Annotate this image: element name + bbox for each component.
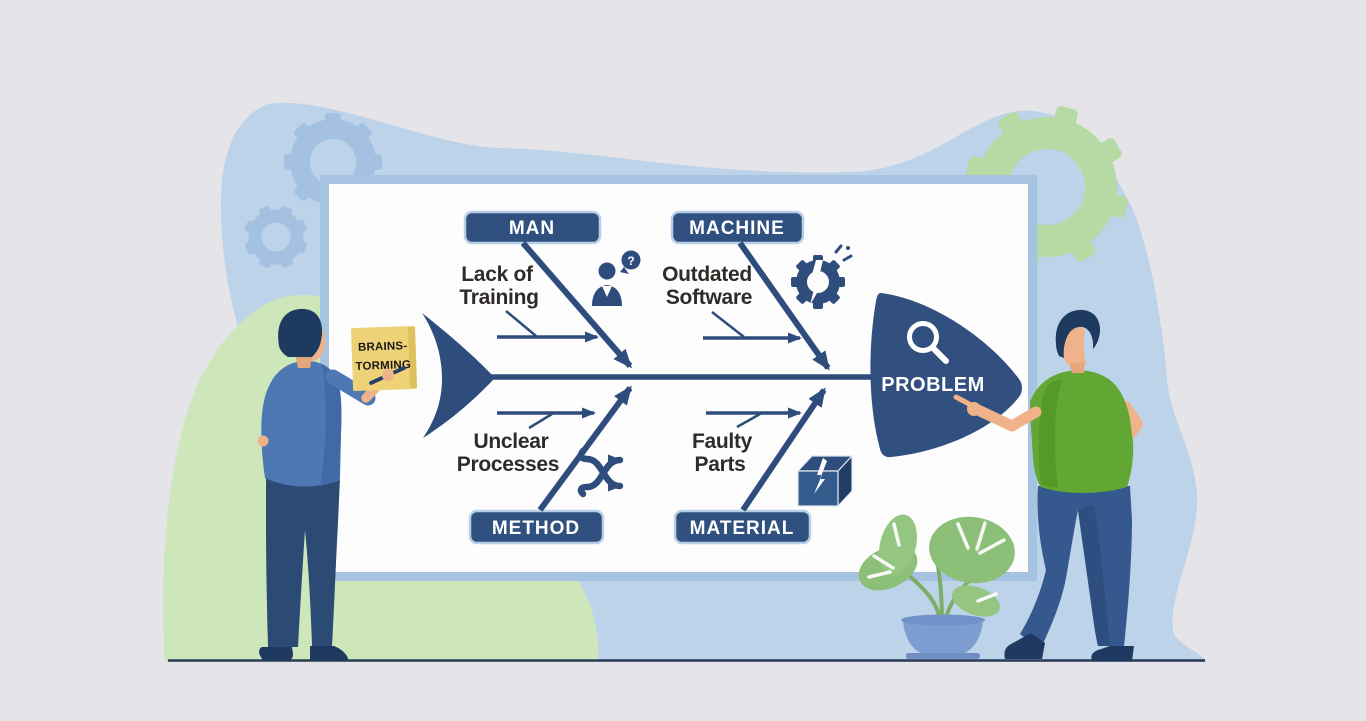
cause-method-line2: Processes [457,453,559,476]
bone-machine [737,241,831,371]
bone-material [740,387,827,512]
cause-leader-lines [505,310,761,430]
presenter-right-face [1062,326,1086,369]
cause-man-line2: Training [459,286,538,309]
presenter-right [953,309,1143,661]
presenter-right-shoe-left [1004,633,1045,659]
sticky-note: BRAINS- TORMING [351,325,418,392]
category-box-machine: MACHINE [670,210,805,245]
person-question-icon: ? [592,250,641,306]
presenter-left-back-hand [257,435,269,447]
presenter-right-shirt-shade [1038,380,1062,488]
cause-machine-line2: Software [666,286,752,309]
presenter-left-neck [296,357,312,368]
cracked-box-icon [796,454,854,508]
magnifier-icon [907,321,949,364]
fishbone-tail [422,313,493,438]
cause-material-line1: Faulty [692,430,753,453]
presenter-left-trousers [266,476,340,647]
category-label-machine: MACHINE [689,218,785,239]
presenter-left-shoe-back [259,647,293,660]
broken-gear-icon [791,244,853,309]
sticky-note-line1: BRAINS- [358,340,408,354]
category-label-method: METHOD [492,518,580,539]
category-box-method: METHOD [468,509,605,545]
cause-arrows [497,331,802,419]
presenter-left-jacket [261,360,342,487]
cause-man-line1: Lack of [461,263,534,286]
marker-pen [369,366,406,385]
presenter-right-neck [1070,362,1084,373]
question-mark: ? [627,254,634,268]
gear-small-blue [244,205,308,269]
plant-leaves [858,514,1015,617]
cause-machine-line1: Outdated [662,263,752,286]
presenter-right-jeans-shade [1078,505,1110,646]
sticky-note-line2: TORMING [355,359,411,373]
cause-material-line2: Parts [694,453,745,476]
problem-label: PROBLEM [881,374,985,396]
presenter-left [257,308,390,661]
presenter-left-shoe-front [310,646,348,661]
cause-labels: Lack of Training Outdated Software Uncle… [457,263,753,476]
plant-pot [901,614,985,659]
cause-method-line1: Unclear [474,430,549,453]
presenter-left-writing-hand [382,369,394,381]
presenter-right-pointing-arm [972,404,1042,432]
shuffle-arrows-icon [577,447,624,498]
bone-man [520,241,633,369]
category-label-material: MATERIAL [690,518,795,539]
presenter-right-shoe-right [1091,646,1134,661]
category-label-man: MAN [509,218,555,239]
presenter-right-hair [1055,309,1101,358]
potted-plant [858,514,1015,659]
presenter-left-jacket-shade [321,364,342,484]
category-box-man: MAN [463,210,602,245]
presenter-right-index-finger [953,394,974,408]
presenter-left-hair [278,308,323,357]
category-box-material: MATERIAL [673,509,812,545]
